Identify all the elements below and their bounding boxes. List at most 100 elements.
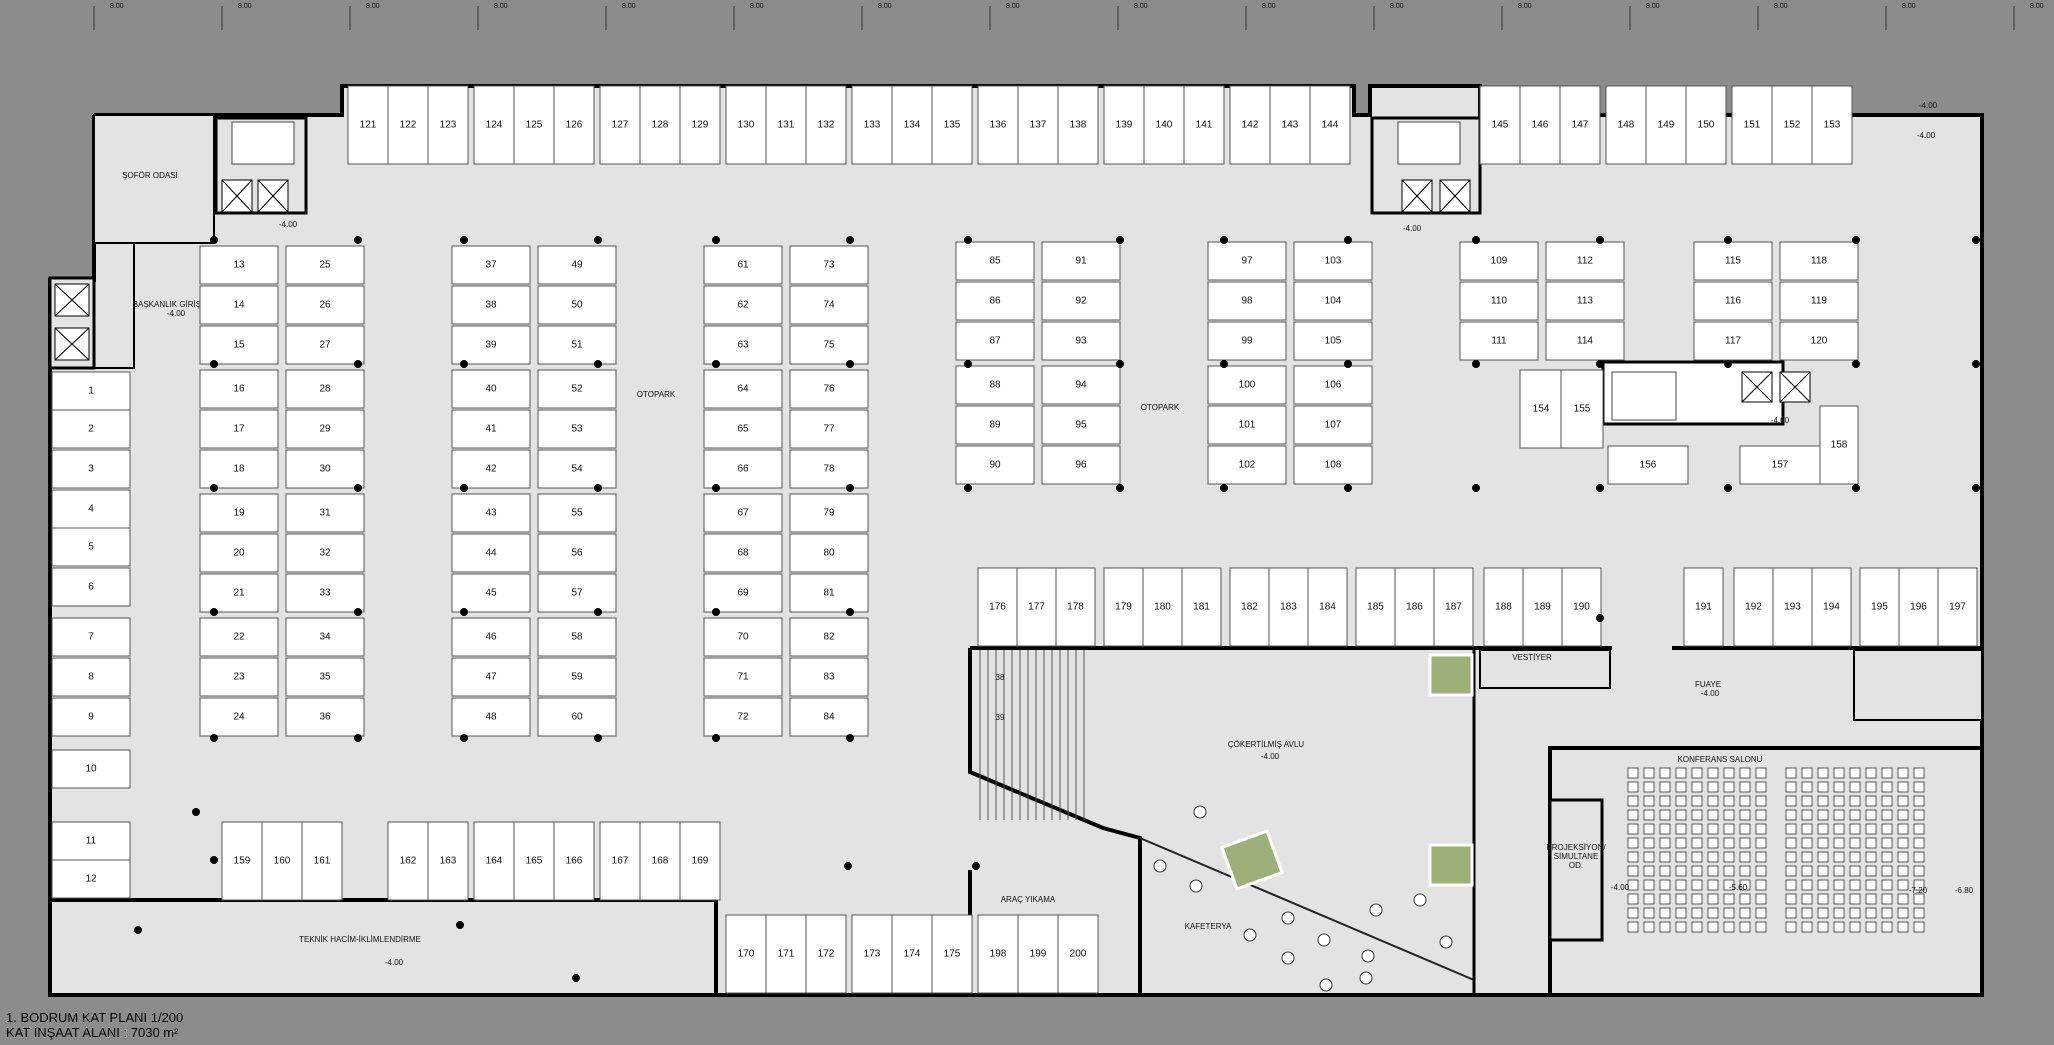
parking-spot: 120 (1779, 321, 1859, 361)
spot-number: 136 (990, 120, 1007, 131)
parking-spot: 47 (451, 657, 531, 697)
parking-spot: 92 (1041, 281, 1121, 321)
spot-number: 79 (823, 508, 835, 519)
vestiyer-room (1479, 649, 1611, 689)
spot-number: 31 (319, 508, 331, 519)
parking-spot: 33 (285, 573, 365, 613)
spot-number: 186 (1406, 602, 1423, 613)
sofor-room-label: ŞOFÖR ODASI (122, 171, 178, 180)
spot-number: 105 (1325, 336, 1342, 347)
spot-number: 188 (1495, 602, 1512, 613)
parking-spot: 43 (451, 493, 531, 533)
spot-number: 196 (1910, 602, 1927, 613)
parking-spot: 104 (1293, 281, 1373, 321)
parking-spot: 38 (451, 285, 531, 325)
spot-number: 154 (1533, 404, 1550, 415)
spot-number: 48 (485, 712, 497, 723)
spot-number: 97 (1241, 256, 1253, 267)
spot-number: 64 (737, 384, 749, 395)
spot-number: 67 (737, 508, 749, 519)
parking-spot: 150 (1685, 85, 1727, 165)
parking-spot: 126 (553, 85, 595, 165)
courtyard-stairs (979, 650, 1085, 820)
parking-spot: 99 (1207, 321, 1287, 361)
column (1724, 236, 1732, 244)
parking-spot: 129 (679, 85, 721, 165)
spot-number: 180 (1154, 602, 1171, 613)
parking-spot: 141 (1183, 85, 1225, 165)
spot-number: 28 (319, 384, 331, 395)
parking-spot: 48 (451, 697, 531, 737)
parking-spot: 93 (1041, 321, 1121, 361)
parking-spot: 89 (955, 405, 1035, 445)
spot-number: 146 (1532, 120, 1549, 131)
parking-spot: 83 (789, 657, 869, 697)
parking-spot: 78 (789, 449, 869, 489)
parking-spot: 101 (1207, 405, 1287, 445)
parking-spot: 17 (199, 409, 279, 449)
level-mark: -4.00 (1917, 131, 1936, 140)
spot-number: 165 (526, 856, 543, 867)
parking-spot: 67 (703, 493, 783, 533)
parking-spot: 41 (451, 409, 531, 449)
tree-icon (1428, 653, 1474, 697)
spot-number: 126 (566, 120, 583, 131)
parking-spot: 168 (639, 821, 681, 901)
parking-spot: 103 (1293, 241, 1373, 281)
parking-spot: 138 (1057, 85, 1099, 165)
parking-spot: 166 (553, 821, 595, 901)
parking-spot: 56 (537, 533, 617, 573)
parking-spot: 32 (285, 533, 365, 573)
parking-spot: 69 (703, 573, 783, 613)
kafeterya-label: KAFETERYA (1185, 922, 1232, 931)
spot-number: 152 (1784, 120, 1801, 131)
level-mark: -4.00 (1611, 883, 1630, 892)
spot-number: 88 (989, 380, 1001, 391)
spot-number: 93 (1075, 336, 1087, 347)
parking-spot: 173 (851, 914, 893, 994)
parking-spot: 182 (1229, 567, 1270, 647)
parking-spot: 137 (1017, 85, 1059, 165)
spot-number: 80 (823, 548, 835, 559)
grid-dimension: 8.00 (238, 3, 252, 10)
spot-number: 129 (692, 120, 709, 131)
column (1852, 360, 1860, 368)
parking-spot: 81 (789, 573, 869, 613)
spot-number: 133 (864, 120, 881, 131)
spot-number: 6 (88, 582, 94, 593)
column (594, 484, 602, 492)
spot-number: 175 (944, 949, 961, 960)
parking-spot: 53 (537, 409, 617, 449)
spot-number: 177 (1028, 602, 1045, 613)
spot-number: 63 (737, 340, 749, 351)
column (1116, 484, 1124, 492)
parking-spot: 115 (1693, 241, 1773, 281)
grid-dimension: 8.00 (494, 3, 508, 10)
otopark-label-1: OTOPARK (637, 390, 676, 399)
spot-number: 60 (571, 712, 583, 723)
spot-number: 78 (823, 464, 835, 475)
parking-spot: 87 (955, 321, 1035, 361)
parking-spot: 61 (703, 245, 783, 285)
parking-spot: 88 (955, 365, 1035, 405)
spot-number: 29 (319, 424, 331, 435)
spot-number: 22 (233, 632, 245, 643)
arac-yikama-label: ARAÇ YIKAMA (1001, 895, 1056, 904)
column (1972, 236, 1980, 244)
spot-number: 115 (1725, 256, 1741, 267)
spot-number: 74 (823, 300, 835, 311)
column (192, 808, 200, 816)
parking-spot: 9 (51, 697, 131, 737)
parking-spot: 164 (473, 821, 515, 901)
parking-spot: 159 (221, 821, 263, 901)
parking-spot: 4 (51, 489, 131, 529)
column (844, 862, 852, 870)
spot-number: 101 (1239, 420, 1256, 431)
entrance-elevators (48, 242, 135, 370)
column (210, 360, 218, 368)
parking-spot: 45 (451, 573, 531, 613)
spot-number: 30 (319, 464, 331, 475)
parking-spot: 15 (199, 325, 279, 365)
spot-number: 62 (737, 300, 749, 311)
